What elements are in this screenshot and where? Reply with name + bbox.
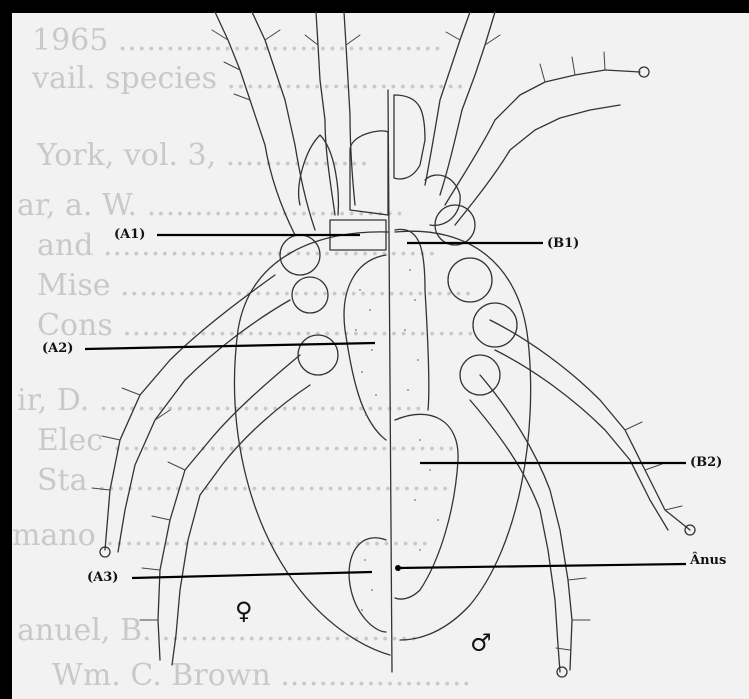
female-symbol: ♀	[235, 598, 253, 624]
leader-a3	[132, 572, 372, 578]
female-plate-a3	[349, 538, 386, 632]
female-palp	[299, 135, 339, 215]
female-body-outline	[235, 232, 390, 655]
label-a1: (A1)	[114, 227, 145, 243]
male-leg-1	[445, 70, 640, 225]
female-gnathosoma	[350, 131, 388, 215]
female-coxa-2	[292, 277, 328, 313]
female-coxa-3	[298, 335, 338, 375]
label-anus: Ânus	[690, 553, 726, 569]
female-leg-3	[105, 275, 290, 552]
female-leg-4	[158, 355, 310, 665]
leader-anus	[398, 564, 686, 568]
female-leg-1	[215, 12, 315, 235]
leg-tip	[557, 667, 567, 677]
leader-a2	[85, 343, 375, 349]
male-gnathosoma	[394, 95, 425, 179]
male-leg-4	[470, 375, 572, 672]
female-plate-a2	[344, 255, 386, 440]
male-coxa-3	[473, 303, 517, 347]
label-a2: (A2)	[42, 341, 73, 357]
male-leg-3	[490, 320, 690, 530]
male-body-outline	[395, 231, 531, 640]
anus-marker	[395, 565, 401, 571]
setae	[92, 30, 682, 650]
label-b1: (B1)	[547, 236, 579, 252]
male-plate-b1	[395, 229, 429, 410]
label-b2: (B2)	[690, 455, 722, 471]
label-a3: (A3)	[87, 570, 118, 586]
male-coxa-2	[448, 258, 492, 302]
male-plate-b2	[395, 414, 458, 599]
leader-lines	[85, 235, 686, 578]
male-symbol: ♂	[470, 630, 492, 656]
male-palp	[425, 175, 460, 225]
